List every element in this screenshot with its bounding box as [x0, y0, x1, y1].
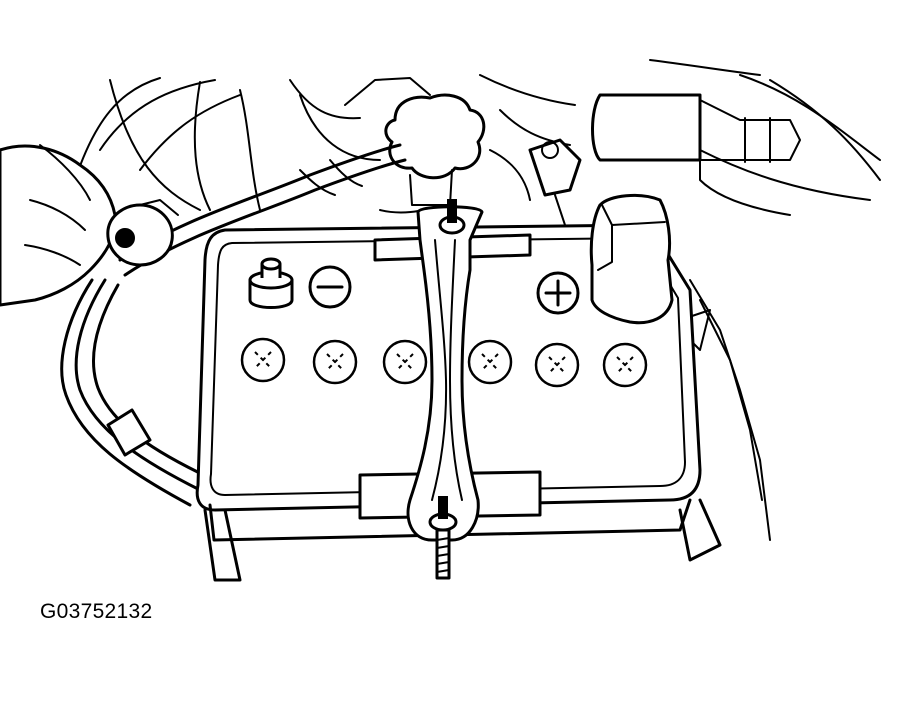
cell-cap	[382, 339, 428, 385]
top-bolt	[438, 199, 466, 235]
cell-cap	[602, 342, 648, 388]
engine-bay-background	[74, 59, 881, 214]
cell-cap	[312, 339, 358, 385]
negative-terminal	[248, 257, 352, 309]
intake-hose	[591, 93, 801, 216]
cell-cap	[240, 337, 286, 383]
cell-cap	[534, 342, 580, 388]
figure-id-label: G03752132	[40, 600, 153, 623]
battery-tray	[203, 279, 771, 582]
hand	[0, 144, 179, 307]
hold-down-clamp	[358, 205, 542, 542]
bottom-bolt	[428, 496, 458, 580]
positive-terminal	[536, 194, 674, 325]
negative-cable	[60, 278, 212, 507]
cell-caps	[240, 337, 648, 388]
cell-cap	[467, 339, 513, 385]
oil-filler-cap	[384, 93, 486, 206]
